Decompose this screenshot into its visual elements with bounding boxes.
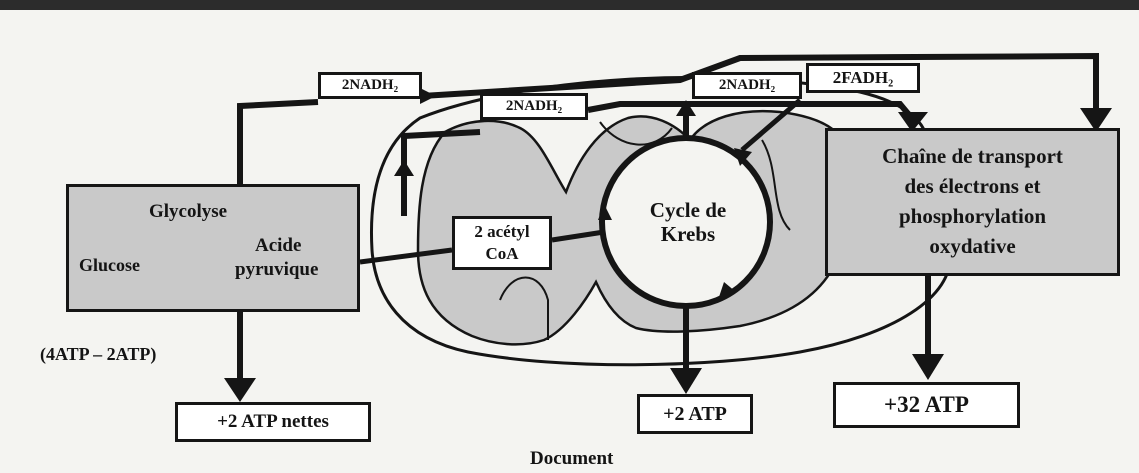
glycolysis-atp-balance: (4ATP – 2ATP) [40, 344, 156, 365]
fadh-krebs-label: 2FADH₂ [806, 63, 920, 93]
krebs-cycle-line2: Krebs [636, 222, 740, 246]
krebs-cycle-line1: Cycle de [636, 198, 740, 222]
krebs-atp-arrowhead [670, 368, 702, 394]
acetyl-coa-line2: CoA [455, 243, 549, 265]
nadh-glycolysis-label: 2NADH₂ [318, 72, 422, 99]
etc-line1: Chaîne de transport [828, 141, 1117, 171]
glycolysis-title: Glycolyse [149, 201, 227, 223]
etc-line2: des électrons et [828, 171, 1117, 201]
pyruvic-acid-label-line2: pyruvique [235, 259, 318, 281]
krebs-cycle-label: Cycle de Krebs [636, 198, 740, 246]
chain-atp-arrowhead [912, 354, 944, 380]
krebs-atp-box: +2 ATP [637, 394, 753, 434]
pyruvic-acid-label-line1: Acide [255, 235, 301, 257]
glycolysis-atp-arrowhead [224, 378, 256, 402]
nadh-acetyl-label: 2NADH₂ [480, 93, 588, 120]
glucose-label: Glucose [79, 255, 140, 276]
chain-atp-box: +32 ATP [833, 382, 1020, 428]
acetyl-coa-box: 2 acétyl CoA [452, 216, 552, 270]
electron-transport-chain-box: Chaîne de transport des électrons et pho… [825, 128, 1120, 276]
glycolysis-net-atp-box: +2 ATP nettes [175, 402, 371, 442]
photo-top-edge [0, 0, 1139, 10]
acetyl-coa-line1: 2 acétyl [455, 221, 549, 243]
nadh-small-arrowhead [420, 88, 436, 104]
document-caption: Document [530, 448, 613, 470]
etc-line3: phosphorylation [828, 201, 1117, 231]
nadh-krebs-label: 2NADH₂ [692, 72, 802, 99]
etc-line4: oxydative [828, 231, 1117, 261]
glycolysis-box: Glycolyse Glucose Acide pyruvique [66, 184, 360, 312]
